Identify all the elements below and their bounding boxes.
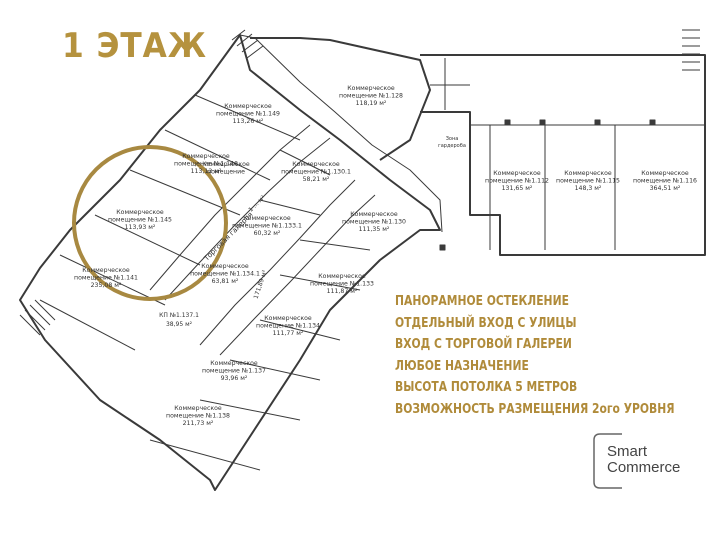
room-number: помещение №1.116 [633, 178, 697, 185]
brand-line-2: Commerce [607, 459, 681, 476]
room-area: 93,96 м² [221, 375, 248, 382]
right-wing-outline [420, 54, 706, 256]
feature-item: ВЫСОТА ПОТОЛКА 5 МЕТРОВ [395, 380, 578, 395]
kp-number: КП №1.137.1 [159, 312, 199, 319]
kp-area: 38,95 м² [166, 321, 193, 328]
top-band [250, 37, 431, 161]
room-number: помещение №1.130.1 [281, 169, 351, 176]
room-name: Коммерческое [182, 153, 230, 160]
room-area: 63,81 м² [212, 278, 239, 285]
room-area: 211,73 м² [183, 420, 214, 427]
room-number: помещение №1.149 [216, 111, 280, 118]
room-number: помещение №1.138 [166, 413, 230, 420]
room-number: помещение №1.134 [256, 323, 320, 330]
room-area: 131,65 м² [502, 185, 533, 192]
room-area: 111,35 м² [359, 226, 390, 233]
room-number: помещение №1.141 [74, 275, 138, 282]
stairs-top-left [231, 29, 264, 59]
room-area: 111,87 м² [327, 288, 358, 295]
gallery-corridor [149, 124, 331, 301]
room-area: 118,19 м² [356, 100, 387, 107]
room-name: Коммерческое [202, 161, 250, 168]
left-block-outline [19, 34, 441, 491]
room-name: Коммерческое [243, 215, 291, 222]
feature-item: ВОЗМОЖНОСТЬ РАЗМЕЩЕНИЯ 2ого УРОВНЯ [395, 401, 675, 417]
brand-line-1: Smart [607, 443, 648, 460]
floor-title: 1 ЭТАЖ [62, 26, 207, 66]
room-name: Коммерческое [201, 263, 249, 270]
zone-label-2: гардероба [438, 143, 466, 149]
room-number: помещение №1.133.1 [232, 223, 302, 230]
gallery-label: Торговая галерея [202, 211, 255, 264]
room-number: помещение №1.130 [342, 219, 406, 226]
room-number: помещение №1.146 [174, 161, 238, 168]
stairs-bottom-left [19, 299, 56, 336]
room-name: Коммерческое [264, 315, 312, 322]
room-number: помещение №1.145 [108, 217, 172, 224]
room-area: 364,51 м² [650, 185, 681, 192]
room-name: Коммерческое [641, 170, 689, 177]
room-name: Коммерческое [318, 273, 366, 280]
highlight-circle [72, 145, 228, 301]
room-area: 148,3 м² [575, 185, 602, 192]
room-number: помещение №1.137 [202, 368, 266, 375]
room-name: Коммерческое [116, 209, 164, 216]
feature-item: ЛЮБОЕ НАЗНАЧЕНИЕ [395, 358, 529, 374]
room-name: Коммерческое [564, 170, 612, 177]
room-area: 235,08 м² [91, 282, 122, 289]
feature-item: ВХОД С ТОРГОВОЙ ГАЛЕРЕИ [395, 337, 572, 352]
room-number: помещение №1.134.1 [190, 271, 260, 278]
feature-item: ОТДЕЛЬНЫЙ ВХОД С УЛИЦЫ [395, 315, 577, 331]
features-list: ПАНОРАМНОЕ ОСТЕКЛЕНИЕ ОТДЕЛЬНЫЙ ВХОД С У… [395, 291, 717, 420]
room-area: 113,93 м² [125, 224, 156, 231]
room-name: Коммерческое [292, 161, 340, 168]
room-name: Коммерческое [224, 103, 272, 110]
brand-logo: Smart Commerce [607, 444, 680, 476]
room-name: Коммерческое [82, 267, 130, 274]
stairs-right [682, 29, 700, 71]
gallery-area: 1 ... м² [247, 194, 267, 214]
room-name: Коммерческое [493, 170, 541, 177]
room-name: Коммерческое [210, 360, 258, 367]
room-area: 60,32 м² [254, 230, 281, 237]
room-name: Коммерческое [347, 85, 395, 92]
room-name: Коммерческое [350, 211, 398, 218]
brand-logo-frame [593, 433, 622, 489]
room-number: помещение №1.133 [310, 281, 374, 288]
room-area: 111,77 м² [273, 330, 304, 337]
room-number: помещение №1.112 [485, 178, 549, 185]
room-area: 113,26 м² [233, 118, 264, 125]
room-number: помещение [207, 169, 245, 176]
room-name: Коммерческое [174, 405, 222, 412]
room-number: помещение №1.115 [556, 178, 620, 185]
room-area: 58,21 м² [303, 176, 330, 183]
room-area: 113,12 м² [191, 168, 222, 175]
room-number: помещение №1.128 [339, 93, 403, 100]
feature-item: ПАНОРАМНОЕ ОСТЕКЛЕНИЕ [395, 294, 569, 309]
zone-label: Зона [446, 136, 459, 142]
